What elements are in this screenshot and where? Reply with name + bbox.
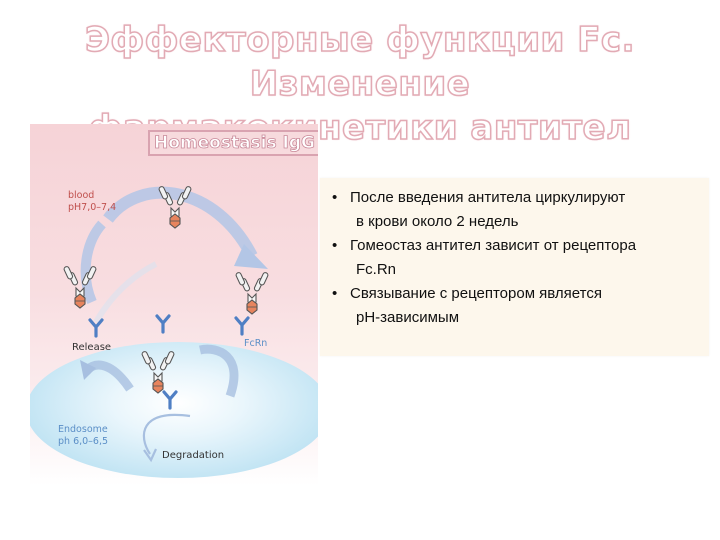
bullet-text-continuation: Fc.Rn	[356, 261, 397, 278]
fcrn-label: FcRn	[244, 338, 268, 349]
bullet-text-continuation: в крови около 2 недель	[356, 213, 519, 230]
figure-artwork	[62, 185, 270, 463]
bullet-marker: •	[332, 285, 338, 302]
blood-ph-label: pH7,0–7,4	[68, 202, 117, 213]
fcrn-receptor-icon	[88, 318, 104, 338]
bullet-text-continuation: рН-зависимым	[356, 309, 460, 326]
endosome-region	[30, 342, 318, 478]
endosome-ph-label: ph 6,0–6,5	[58, 436, 109, 447]
bullet-marker: •	[332, 237, 338, 254]
bullet-text: После введения антитела циркулируют	[350, 189, 626, 206]
endosome-label-line-1: Endosome	[58, 424, 108, 435]
bullet-list: • После введения антитела циркулируют в …	[326, 186, 702, 330]
figure-title: Homeostasis IgG	[148, 130, 318, 156]
bullet-text-box: • После введения антитела циркулируют в …	[320, 178, 709, 356]
igg-homeostasis-figure: blood pH7,0–7,4 Release FcRn Endosome ph…	[30, 124, 318, 486]
fcrn-receptor-icon	[155, 314, 171, 334]
blood-label: blood pH7,0–7,4	[68, 190, 116, 214]
release-label: Release	[72, 342, 112, 353]
fcrn-receptor-icon	[162, 390, 178, 410]
fcrn-receptor-icon	[234, 316, 250, 336]
bullet-marker: •	[332, 189, 338, 206]
endosome-label: Endosome ph 6,0–6,5	[58, 424, 108, 448]
degradation-label: Degradation	[162, 450, 225, 461]
slide-title: Эффекторные функции Fc. Изменение фармак…	[0, 18, 720, 150]
slide-title-line-1: Эффекторные функции Fc. Изменение	[84, 19, 636, 105]
antibody-icon	[140, 350, 176, 394]
bullet-item: • Связывание с рецептором является рН-за…	[326, 282, 702, 330]
bullet-item: • После введения антитела циркулируют в …	[326, 186, 702, 234]
blood-label-line-1: blood	[68, 190, 95, 201]
bullet-text: Гомеостаз антител зависит от рецептора	[350, 237, 637, 254]
antibody-icon	[234, 271, 270, 315]
bullet-item: • Гомеостаз антител зависит от рецептора…	[326, 234, 702, 282]
bullet-text: Связывание с рецептором является	[350, 285, 602, 302]
